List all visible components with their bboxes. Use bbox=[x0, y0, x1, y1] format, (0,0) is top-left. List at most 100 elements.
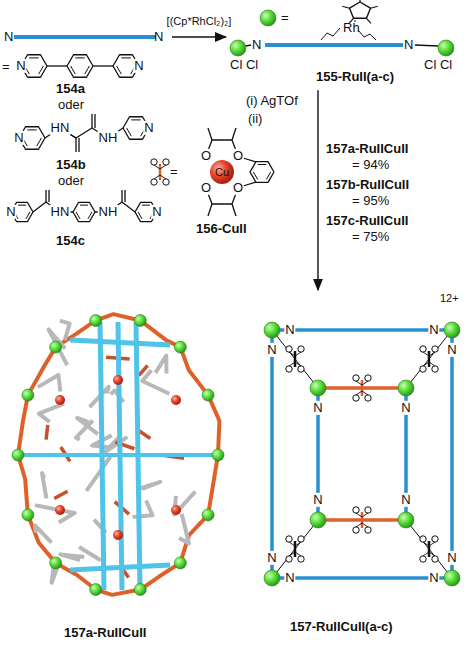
label-text: N bbox=[13, 131, 24, 145]
bond-line bbox=[94, 114, 95, 128]
node-text: 12+ bbox=[440, 292, 459, 304]
oxalamide-bar bbox=[361, 380, 364, 396]
cyan-bar bbox=[70, 565, 170, 570]
oxalate-line bbox=[423, 362, 435, 366]
rhodium-ball bbox=[22, 509, 34, 521]
orange-strand bbox=[96, 314, 141, 320]
orange-strand bbox=[208, 395, 219, 455]
rhodium-ball bbox=[444, 322, 460, 338]
methyl-bond bbox=[342, 6, 349, 8]
grey-strand bbox=[77, 418, 98, 434]
rhodium-ball bbox=[134, 584, 146, 596]
rhodium-ball bbox=[90, 584, 102, 596]
label-text: N bbox=[400, 401, 411, 415]
grey-strand bbox=[35, 525, 52, 542]
bond-line bbox=[208, 204, 212, 216]
rhodium-ball bbox=[174, 341, 186, 353]
copper-ball bbox=[171, 395, 181, 405]
scheme-art bbox=[11, 0, 454, 222]
oxalate-line bbox=[289, 362, 301, 366]
oxygen-ring bbox=[298, 556, 304, 562]
label-text: oder bbox=[58, 174, 84, 188]
node-text: Cl Cl bbox=[230, 58, 258, 72]
double-bond bbox=[131, 119, 140, 120]
label-text: N bbox=[446, 343, 457, 357]
oxalate-line bbox=[154, 175, 166, 179]
double-bond bbox=[26, 212, 30, 219]
label-text: 154a bbox=[56, 82, 85, 96]
rhodium-ball bbox=[260, 10, 276, 26]
aromatic-ring bbox=[67, 55, 93, 78]
grey-strand bbox=[142, 370, 169, 393]
oxalate-line bbox=[289, 542, 301, 546]
double-bond bbox=[127, 128, 132, 136]
label-text: N bbox=[151, 205, 162, 219]
oxygen-ring bbox=[420, 346, 426, 352]
label-text: N bbox=[133, 59, 144, 73]
double-bond bbox=[71, 66, 76, 74]
orange-strand bbox=[139, 366, 148, 376]
aromatic-ring bbox=[73, 202, 95, 221]
oxalate-line bbox=[423, 552, 435, 556]
crystal-structure bbox=[12, 314, 224, 595]
label-text: O bbox=[200, 149, 212, 163]
rhodium-ball bbox=[264, 322, 280, 338]
cage-schematic: 157-RuIICuII(a-c) 12+ bbox=[250, 292, 468, 638]
label-text: = bbox=[170, 165, 178, 179]
label-text: N bbox=[284, 571, 295, 585]
node-text: 157-RuIICuII(a-c) bbox=[290, 620, 393, 634]
double-bond bbox=[85, 66, 90, 74]
bond-line bbox=[48, 190, 49, 202]
oxalate-line bbox=[356, 381, 368, 385]
orange-strand bbox=[208, 455, 218, 515]
oxygen-ring bbox=[365, 375, 371, 381]
reaction-arrow bbox=[317, 90, 318, 290]
rhodium-ball bbox=[12, 449, 24, 461]
bond-line bbox=[93, 65, 113, 66]
oxalate-line bbox=[423, 352, 435, 356]
rhodium-ball bbox=[174, 557, 186, 569]
double-bond bbox=[258, 164, 267, 165]
bond-line bbox=[232, 204, 236, 216]
orange-strand bbox=[28, 515, 56, 563]
label-text: 157b-RuIICuII bbox=[326, 178, 409, 192]
oxalate-line bbox=[289, 352, 301, 356]
node-text: N bbox=[154, 30, 163, 44]
double-bond bbox=[37, 138, 42, 146]
bond-line bbox=[47, 65, 67, 66]
bond-line bbox=[243, 182, 256, 186]
cyan-bar bbox=[70, 340, 170, 345]
grey-strand bbox=[35, 505, 75, 522]
linker-line bbox=[265, 43, 403, 47]
rhodium-ball bbox=[230, 40, 246, 56]
label-text: N bbox=[312, 401, 323, 415]
cyan-bar bbox=[20, 453, 216, 457]
grey-strand bbox=[86, 458, 109, 491]
oxygen-ring bbox=[151, 179, 157, 185]
linker-group: NN bbox=[2, 28, 170, 46]
copper-ball bbox=[113, 375, 123, 385]
bond-line bbox=[243, 158, 256, 162]
label-text: N bbox=[428, 323, 439, 337]
oxygen-ring bbox=[286, 366, 292, 372]
grey-strand bbox=[42, 473, 46, 498]
oxalamide-bar bbox=[294, 541, 297, 557]
oxalate-line bbox=[356, 523, 368, 527]
bond-line bbox=[91, 114, 92, 128]
linker-line bbox=[14, 35, 156, 39]
rhodium-ball bbox=[398, 380, 414, 396]
oxalate-link bbox=[272, 520, 318, 578]
oxalate-line bbox=[356, 391, 368, 395]
oxygen-ring bbox=[298, 366, 304, 372]
label-text: = 75% bbox=[352, 230, 389, 244]
bond-line bbox=[78, 138, 79, 152]
linker-line bbox=[272, 576, 452, 580]
label-text: N bbox=[5, 205, 16, 219]
bond-line bbox=[415, 45, 438, 46]
label-text: N bbox=[428, 571, 439, 585]
double-bond bbox=[253, 172, 257, 179]
label-text: O bbox=[200, 181, 212, 195]
oxygen-ring bbox=[286, 346, 292, 352]
reagent-label: [(Cp*RhCl₂)₂] bbox=[167, 15, 232, 27]
oxalate-link bbox=[406, 520, 452, 578]
